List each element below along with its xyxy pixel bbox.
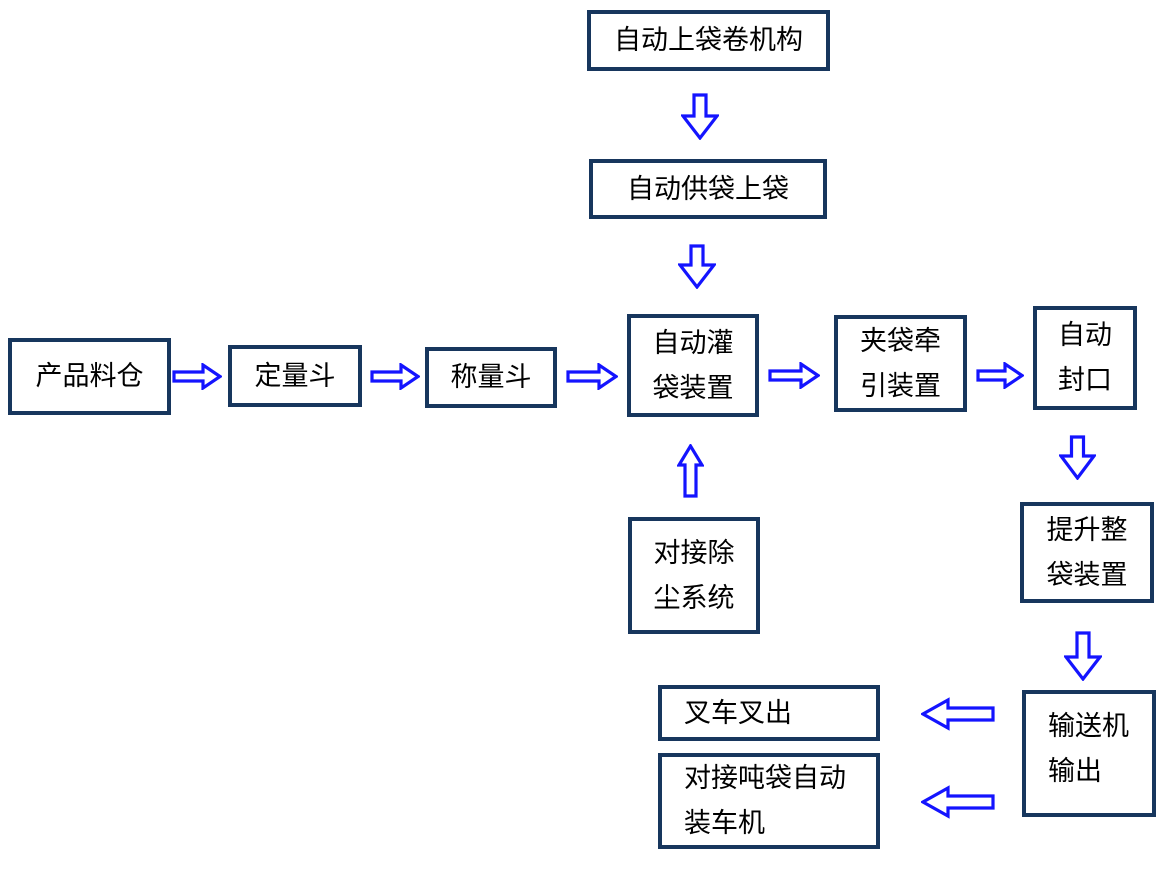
node-label-line2: 装车机 (684, 808, 765, 838)
node-label-line1: 提升整 (1046, 514, 1128, 545)
node-product-silo: 产品料仓 (8, 338, 171, 415)
node-label-line2: 封口 (1058, 365, 1112, 395)
node-label: 自动供袋上袋 (627, 173, 789, 204)
node-bag-clamping: 夹袋牵 引装置 (834, 315, 967, 412)
node-label-line1: 输送机 (1048, 711, 1129, 741)
node-bag-lifting: 提升整 袋装置 (1020, 502, 1154, 603)
node-label-line1: 对接除 (653, 537, 735, 568)
up-arrow-dust-removal-to-bag-filling (677, 444, 704, 498)
down-arrow-bag-roll-to-bag-supply (681, 93, 719, 140)
node-label: 称量斗 (450, 362, 532, 392)
node-bag-roll-mechanism: 自动上袋卷机构 (587, 10, 830, 71)
node-dust-removal: 对接除 尘系统 (628, 517, 760, 634)
node-ton-bag-loader: 对接吨袋自动 装车机 (658, 753, 880, 849)
node-label-line2: 袋装置 (1046, 559, 1128, 590)
node-quantitative-hopper: 定量斗 (228, 345, 362, 407)
right-arrow-weighing-hopper-to-bag-filling (566, 363, 618, 390)
node-weighing-hopper: 称量斗 (425, 347, 557, 408)
left-arrow-conveyor-output-to-forklift-out (921, 697, 995, 731)
node-label-line2: 输出 (1048, 756, 1102, 786)
node-label-line1: 对接吨袋自动 (684, 763, 846, 793)
node-label-line1: 自动 (1058, 320, 1112, 350)
node-label-line2: 引装置 (860, 370, 941, 401)
node-label: 叉车叉出 (684, 697, 792, 728)
right-arrow-bag-filling-to-bag-clamping (768, 362, 820, 389)
node-auto-sealing: 自动 封口 (1033, 306, 1137, 410)
node-bag-filling: 自动灌 袋装置 (627, 314, 759, 417)
node-forklift-out: 叉车叉出 (658, 685, 880, 741)
down-arrow-bag-lifting-to-conveyor-output (1064, 631, 1102, 681)
node-conveyor-output: 输送机 输出 (1022, 690, 1156, 817)
right-arrow-product-silo-to-quantitative-hopper (172, 363, 222, 390)
node-label-line1: 自动灌 (652, 327, 734, 358)
node-label: 自动上袋卷机构 (614, 25, 803, 55)
down-arrow-auto-sealing-to-bag-lifting (1059, 435, 1096, 480)
right-arrow-bag-clamping-to-auto-sealing (976, 362, 1024, 389)
node-label: 产品料仓 (35, 361, 144, 391)
node-label: 定量斗 (254, 360, 336, 391)
node-label-line2: 袋装置 (652, 372, 734, 403)
right-arrow-quantitative-hopper-to-weighing-hopper (370, 363, 420, 390)
node-label-line2: 尘系统 (653, 582, 735, 613)
node-label-line1: 夹袋牵 (860, 325, 941, 356)
down-arrow-bag-supply-to-bag-filling (678, 244, 716, 289)
left-arrow-conveyor-output-to-ton-bag-loader (921, 785, 995, 819)
node-bag-supply: 自动供袋上袋 (589, 159, 827, 219)
